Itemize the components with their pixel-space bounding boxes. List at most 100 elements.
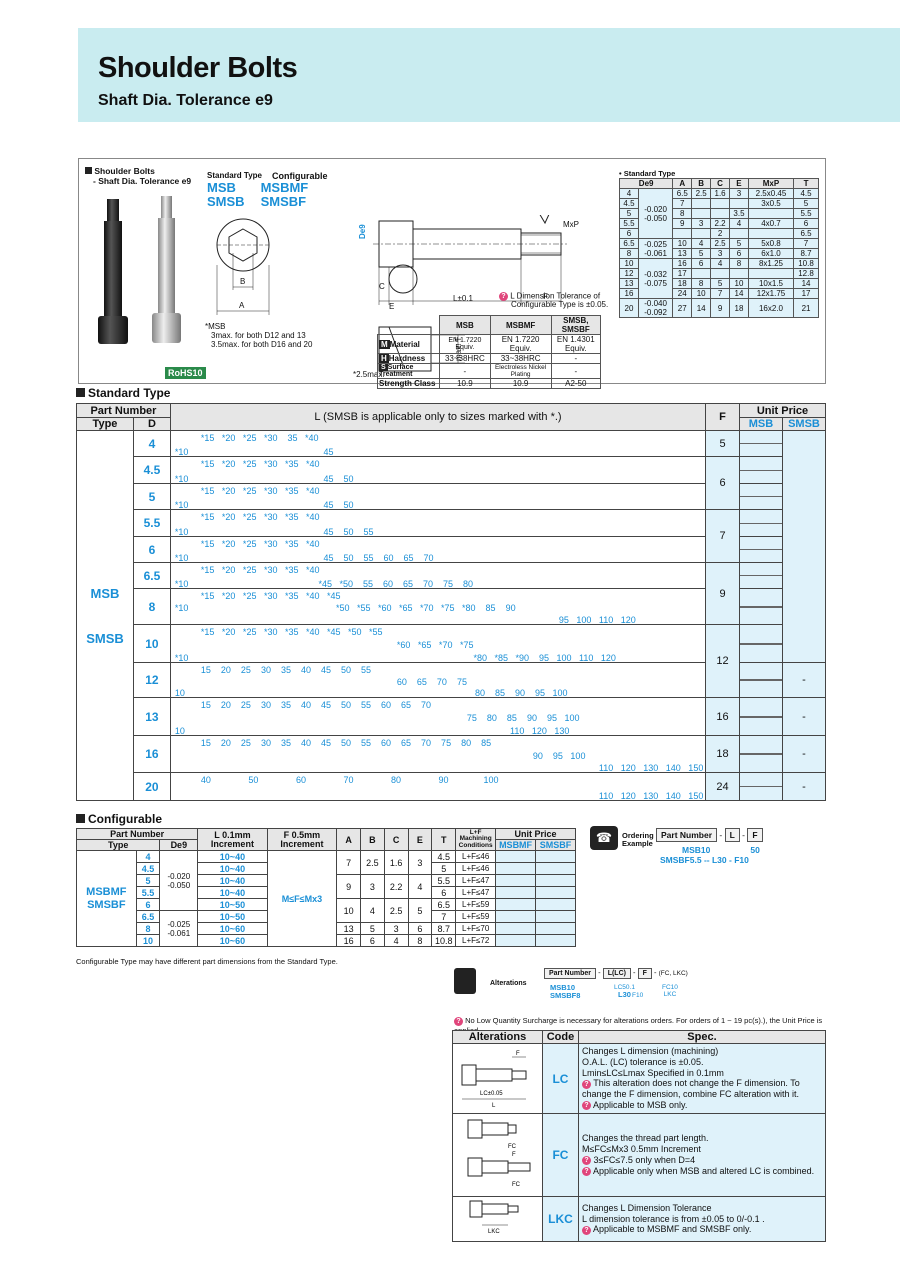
price-msb-cell[interactable] xyxy=(739,562,783,589)
price-smsbf-cell[interactable] xyxy=(535,850,576,863)
dims-cell xyxy=(747,208,795,219)
alt-ex2-lkc: LKC xyxy=(663,991,677,999)
price-msb-cell[interactable] xyxy=(739,536,783,563)
price-smsbf-cell[interactable] xyxy=(535,874,576,887)
info-icon: ? xyxy=(581,1225,591,1235)
cfg-lf: L+F≤72 xyxy=(455,934,497,947)
mat-h-msbmf: MSBMF xyxy=(489,315,552,335)
price-msb-cell[interactable] xyxy=(739,772,783,801)
price-msb-cell[interactable] xyxy=(739,624,783,663)
price-smsbf-cell[interactable] xyxy=(535,886,576,899)
alt-ex-f: F xyxy=(637,968,652,979)
photo-caption-2: - Shaft Dia. Tolerance e9 xyxy=(93,175,192,186)
type-msb: MSB xyxy=(207,180,236,195)
cfg-type-msbmf: MSBMF xyxy=(86,886,127,899)
price-smsb-cell[interactable]: - xyxy=(781,772,827,801)
cfg-c: 3 xyxy=(383,922,409,935)
lc-figure: FLC±0.05L xyxy=(461,1051,527,1109)
std-f: 24 xyxy=(705,772,740,801)
std-l-line: *10 *45 *50 55 60 65 70 75 80 xyxy=(174,579,474,589)
std-l-line: 15 20 25 30 35 40 45 50 55 xyxy=(200,665,372,675)
dim-b: B xyxy=(240,277,245,286)
price-msb-cell[interactable] xyxy=(739,456,783,484)
price-msbmf-cell[interactable] xyxy=(495,886,537,899)
dims-cell: 5 xyxy=(793,198,819,209)
l-dim-note: ? L Dimension Tolerance of Configurable … xyxy=(499,292,619,310)
price-msbmf-cell[interactable] xyxy=(495,898,537,911)
cfg-lf: L+F≤59 xyxy=(455,898,497,911)
dims-cell: 14 xyxy=(729,288,749,299)
price-smsb-cell[interactable] xyxy=(781,430,827,663)
std-f: 9 xyxy=(705,562,740,625)
price-smsbf-cell[interactable] xyxy=(535,862,576,875)
price-msb-cell[interactable] xyxy=(739,588,783,625)
cfg-l: 10~50 xyxy=(197,898,268,911)
std-l-line: *10 *80 *85 *90 95 100 110 120 xyxy=(174,653,616,663)
price-msb-cell[interactable] xyxy=(739,697,783,736)
alt-row-lkc: LKC LKC Changes L Dimension Tolerance L … xyxy=(452,1196,827,1242)
price-msb-cell[interactable] xyxy=(739,509,783,537)
dims-tol: -0.032 -0.075 xyxy=(637,258,674,299)
price-msbmf-cell[interactable] xyxy=(495,922,537,935)
price-msbmf-cell[interactable] xyxy=(495,850,537,863)
std-l-line: *10 45 50 xyxy=(174,474,354,484)
dims-cell: 10x1.5 xyxy=(747,278,795,289)
dims-cell xyxy=(691,228,712,239)
dims-cell: 10 xyxy=(619,258,639,269)
dims-cell: 14 xyxy=(793,278,819,289)
std-l-line: *15 *20 *25 *30 *35 *40 xyxy=(200,539,320,549)
cfg-h-de9: De9 xyxy=(159,839,199,851)
alt-ex2-l: L30 xyxy=(618,990,631,1000)
cfg-lf: L+F≤47 xyxy=(455,886,497,899)
svg-text:L: L xyxy=(492,1103,496,1109)
dims-cell: 4.5 xyxy=(793,188,819,199)
dims-cell: 10 xyxy=(691,288,712,299)
price-smsbf-cell[interactable] xyxy=(535,910,576,923)
cfg-t: 8.7 xyxy=(431,922,457,935)
dims-cell: 9 xyxy=(710,298,731,318)
ord-f-pill: F xyxy=(747,828,763,842)
price-smsbf-cell[interactable] xyxy=(535,922,576,935)
h-part-number: Part Number xyxy=(76,403,171,418)
price-msb-cell[interactable] xyxy=(739,662,783,698)
price-smsbf-cell[interactable] xyxy=(535,934,576,947)
price-msbmf-cell[interactable] xyxy=(495,934,537,947)
ordering-label-1: Ordering xyxy=(622,831,654,840)
price-msbmf-cell[interactable] xyxy=(495,910,537,923)
std-d: 4.5 xyxy=(132,456,171,484)
dims-cell: 2.5 xyxy=(710,238,731,249)
page-title: Shoulder Bolts xyxy=(98,52,298,84)
price-msb-cell[interactable] xyxy=(739,735,783,773)
alt-code-lkc: LKC xyxy=(541,1196,579,1242)
dims-cell: 5 xyxy=(710,278,731,289)
price-smsb-cell[interactable]: - xyxy=(781,735,827,773)
std-type-label: Standard Type xyxy=(207,171,262,180)
cfg-b: 4 xyxy=(359,898,385,923)
std-l-line: 40 50 60 70 80 90 100 xyxy=(200,775,499,785)
price-msbmf-cell[interactable] xyxy=(495,862,537,875)
dims-cell: 10 xyxy=(672,238,693,249)
cfg-l: 10~40 xyxy=(197,874,268,887)
price-msb-cell[interactable] xyxy=(739,483,783,510)
page-subtitle: Shaft Dia. Tolerance e9 xyxy=(98,92,273,109)
dims-cell: 4 xyxy=(729,218,749,229)
cfg-d: 4 xyxy=(135,850,161,863)
mat-row-strength: Strength Class 10.9 10.9 A2-50 xyxy=(376,378,602,389)
std-d: 8 xyxy=(132,588,171,625)
price-msbmf-cell[interactable] xyxy=(495,874,537,887)
price-smsbf-cell[interactable] xyxy=(535,898,576,911)
price-smsb-cell[interactable]: - xyxy=(781,662,827,698)
cfg-h-type: Type xyxy=(75,839,161,851)
dims-cell: 16 xyxy=(672,258,693,269)
price-smsb-cell[interactable]: - xyxy=(781,697,827,736)
price-msb-cell[interactable] xyxy=(739,430,783,457)
dims-cell: 13 xyxy=(672,248,693,259)
dims-tol: -0.040 -0.092 xyxy=(637,298,674,318)
